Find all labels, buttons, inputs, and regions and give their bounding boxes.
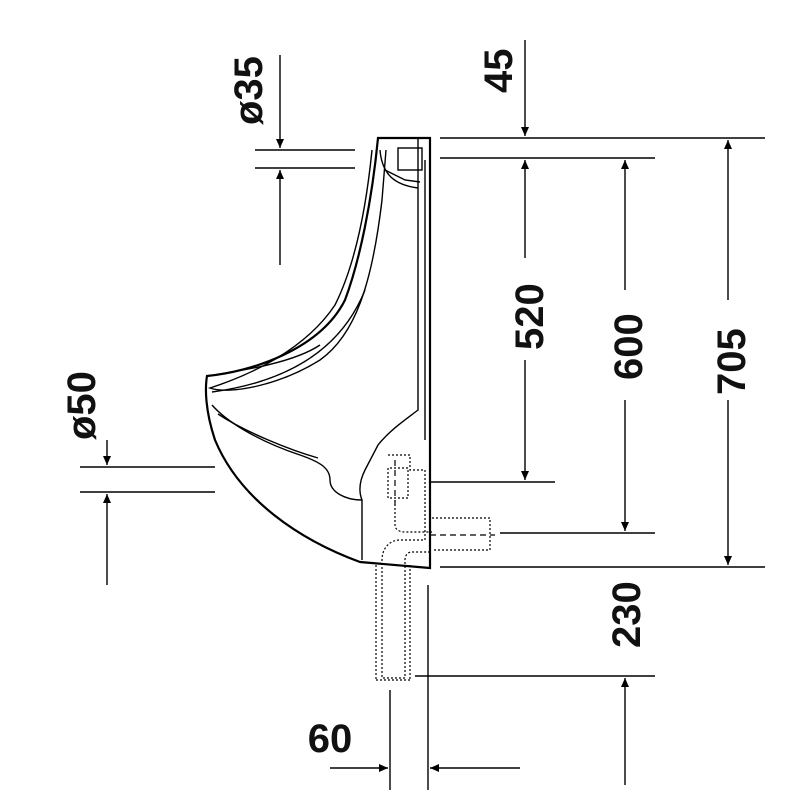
urinal-back-inner <box>359 138 419 501</box>
siphon-body <box>387 467 432 533</box>
label-60: 60 <box>308 717 353 761</box>
urinal-body <box>204 136 432 570</box>
label-230: 230 <box>605 581 649 648</box>
urinal-inlet-box <box>397 147 423 171</box>
extension-lines <box>80 137 765 790</box>
label-520: 520 <box>508 283 552 350</box>
label-600: 600 <box>607 313 651 380</box>
label-45: 45 <box>477 49 521 94</box>
urinal-basin <box>211 404 363 560</box>
label-705: 705 <box>710 328 754 395</box>
siphon-drain <box>375 454 495 681</box>
dimension-arrows <box>103 40 732 785</box>
siphon-outlet-pipe <box>381 454 432 679</box>
urinal-top-curve <box>379 149 419 189</box>
siphon-vertical-pipe <box>375 565 411 681</box>
dimension-labels: ø35 45 520 600 705 ø50 230 60 <box>60 49 754 762</box>
urinal-basin-inner <box>217 413 319 459</box>
siphon-horizontal-pipe <box>432 517 491 551</box>
label-dia50: ø50 <box>60 371 104 440</box>
label-dia35: ø35 <box>227 56 271 125</box>
urinal-spray-line <box>384 169 421 183</box>
urinal-inner-bowl <box>207 149 387 391</box>
urinal-lip <box>206 289 366 393</box>
